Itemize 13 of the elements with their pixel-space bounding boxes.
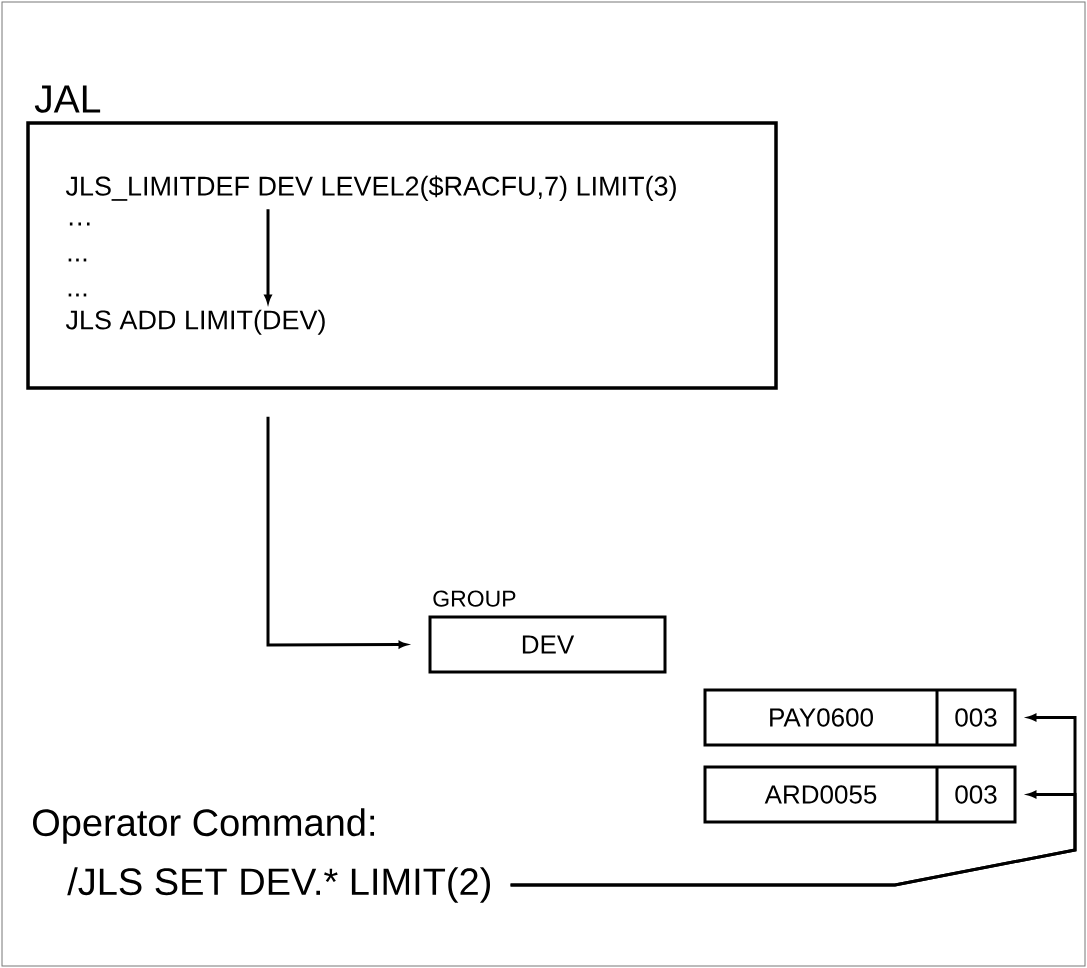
ellipsis: ... <box>68 293 87 297</box>
group-heading: GROUP <box>433 590 516 607</box>
code-line: JLS ADD LIMIT(DEV) <box>65 309 325 335</box>
ellipsis: … <box>69 222 90 226</box>
record-row: PAY0600 003 <box>703 688 1017 747</box>
code-line: JLS_LIMITDEF DEV LEVEL2($RACFU,7) LIMIT(3) <box>65 175 676 202</box>
group-box: DEV <box>428 615 667 674</box>
ellipsis: ... <box>68 258 87 262</box>
box-title: JAL <box>34 85 101 113</box>
record-row: ARD0055 003 <box>703 765 1017 824</box>
command-text: /JLS SET DEV.* LIMIT(2) <box>67 867 490 903</box>
arrow <box>510 790 1077 887</box>
command-heading: Operator Command: <box>33 808 374 844</box>
